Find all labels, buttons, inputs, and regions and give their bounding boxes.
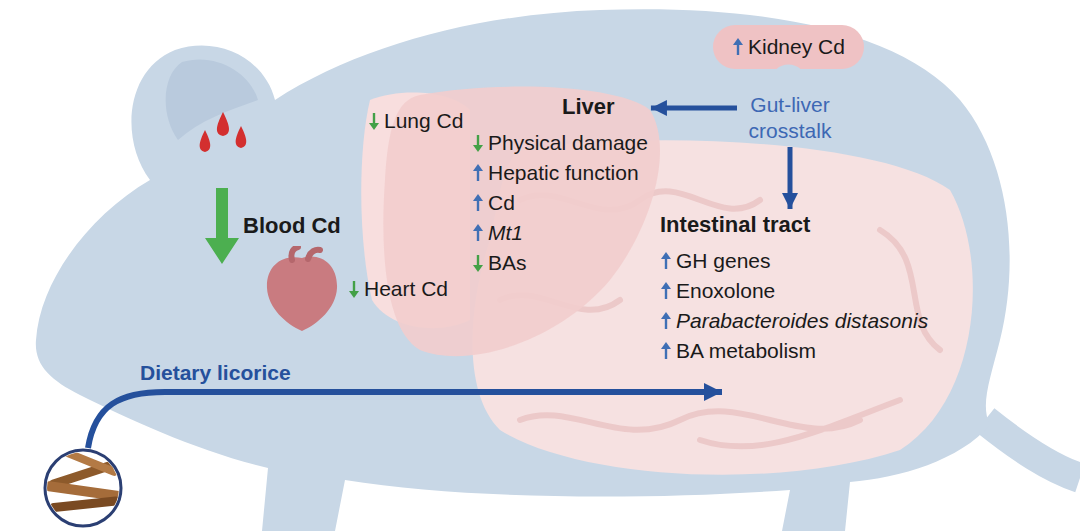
item-row: Hepatic function (472, 158, 648, 188)
item-text: Kidney Cd (748, 34, 845, 60)
intestine-box: Intestinal tract GH genesEnoxoloneParabac… (660, 212, 928, 366)
heart-vessels (291, 247, 320, 260)
increase-arrow (660, 252, 672, 270)
item-row: Heart Cd (348, 274, 448, 304)
heart-outline (267, 256, 337, 331)
item-row: BAs (472, 248, 648, 278)
item-row: Parabacteroides distasonis (660, 306, 928, 336)
arrow-shaft (353, 281, 355, 292)
heart-text: Heart Cd (348, 274, 448, 304)
arrow-shaft (665, 348, 667, 359)
arrow-head (473, 224, 483, 231)
arrow-shaft (477, 230, 479, 241)
liver-box: LiverPhysical damageHepatic functionCdMt… (472, 94, 648, 278)
arrow-head (473, 194, 483, 201)
item-row: Physical damage (472, 128, 648, 158)
mouse-ear (166, 59, 258, 140)
item-text: Heart Cd (364, 276, 448, 302)
increase-arrow (472, 224, 484, 242)
arrow-shaft (665, 318, 667, 329)
arrow-head (369, 123, 379, 130)
arrow-head (661, 312, 671, 319)
arrow-shaft (737, 44, 739, 55)
intake-arrow (88, 392, 722, 448)
item-text: Lung Cd (384, 108, 463, 134)
mouse-body (36, 9, 1010, 531)
increase-arrow (472, 194, 484, 212)
blood-drops (200, 112, 247, 152)
item-row: Lung Cd (368, 106, 463, 136)
increase-arrow (660, 312, 672, 330)
item-row: GH genes (660, 246, 928, 276)
arrow-shaft (477, 200, 479, 211)
item-text: GH genes (676, 248, 771, 274)
arrow-shaft (665, 258, 667, 269)
arrow-head (661, 342, 671, 349)
kidney-outline (713, 25, 864, 69)
item-text: BAs (488, 250, 527, 276)
item-text: Parabacteroides distasonis (676, 308, 928, 334)
increase-arrow (660, 342, 672, 360)
organ-heading: Intestinal tract (660, 212, 928, 238)
licorice-sticks (44, 447, 125, 512)
mouse-tail (985, 420, 1080, 478)
item-row: Cd (472, 188, 648, 218)
decrease-arrow (368, 112, 380, 130)
arrow-head (473, 164, 483, 171)
arrow-head (349, 291, 359, 298)
item-row: Enoxolone (660, 276, 928, 306)
heart-shape (262, 246, 342, 332)
crosstalk-arrow (651, 106, 737, 111)
item-text: Mt1 (488, 220, 523, 246)
arrow-shaft (665, 288, 667, 299)
increase-arrow (660, 282, 672, 300)
item-row: Kidney Cd (732, 32, 845, 62)
increase-arrow (472, 164, 484, 182)
organ-heading: Liver (562, 94, 648, 120)
decrease-arrow (472, 254, 484, 272)
decrease-arrow (205, 188, 239, 264)
item-text: Cd (488, 190, 515, 216)
arrow-head (733, 38, 743, 45)
arrow-shaft (477, 255, 479, 266)
item-text: Enoxolone (676, 278, 775, 304)
liver-shape (383, 87, 660, 357)
kidney-box: Kidney Cd (712, 24, 865, 70)
item-text: BA metabolism (676, 338, 816, 364)
arrow-shaft (477, 170, 479, 181)
organ-label: Blood Cd (243, 213, 341, 239)
intake-label: Dietary licorice (140, 360, 291, 386)
arrow-shaft (373, 113, 375, 124)
item-text: Physical damage (488, 130, 648, 156)
decrease-arrow (472, 134, 484, 152)
increase-arrow (732, 38, 744, 56)
lung-box: Lung Cd (368, 106, 463, 136)
item-text: Hepatic function (488, 160, 639, 186)
arrow-head (473, 265, 483, 272)
item-row: BA metabolism (660, 336, 928, 366)
arrow-head (661, 252, 671, 259)
heart-box: Heart Cd (262, 246, 448, 332)
crosstalk-arrow (788, 147, 793, 209)
node-text: Gut-liver crosstalk (740, 92, 840, 144)
arrow-shaft (477, 135, 479, 146)
decrease-arrow (348, 280, 360, 298)
arrow-head (661, 282, 671, 289)
arrow-head (473, 145, 483, 152)
item-row: Mt1 (472, 218, 648, 248)
crosstalk-box: Gut-liver crosstalk (740, 92, 840, 144)
